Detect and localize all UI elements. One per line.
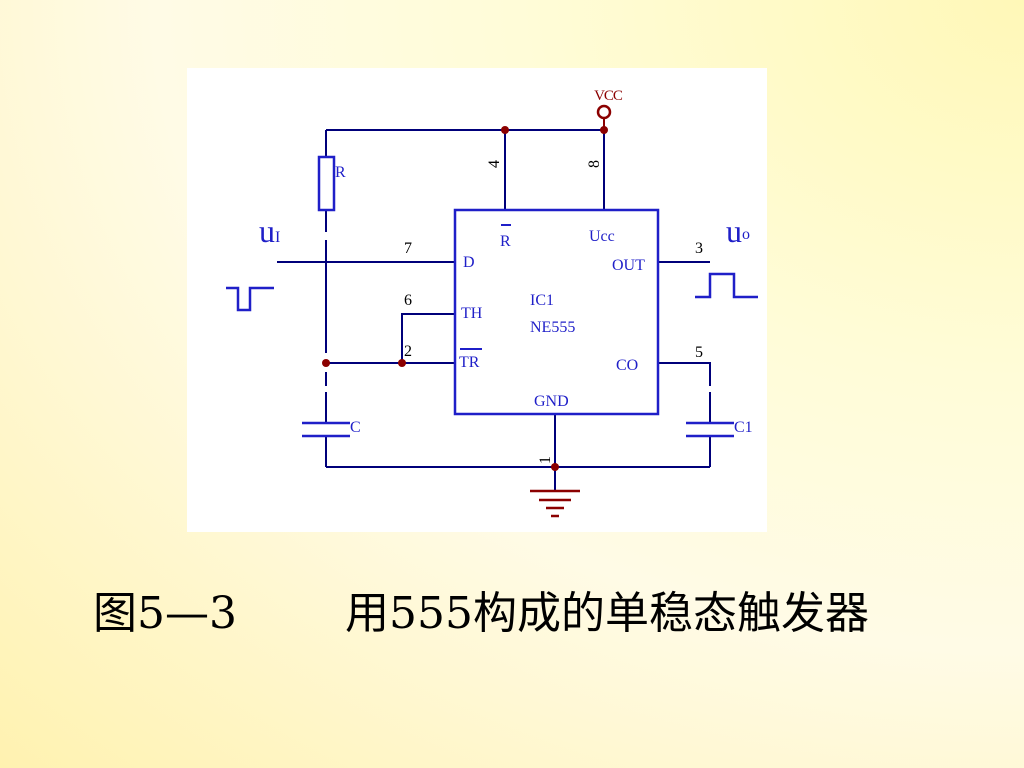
ground-icon [530, 489, 580, 518]
resistor-r [317, 155, 336, 212]
pin-number-2: 2 [404, 343, 412, 360]
pin-name-threshold: TH [461, 305, 483, 322]
pin-number-3: 3 [695, 240, 703, 257]
pin-name-ground: GND [534, 393, 569, 410]
ne555-monostable-schematic: VCC 4 8 7 6 2 3 5 1 R Ucc D [226, 88, 758, 518]
figure-number: 图5—3 [93, 588, 237, 639]
input-signal-main: u [259, 213, 275, 249]
pin-names: R Ucc D OUT TH TR CO GND IC1 NE555 [459, 228, 645, 410]
pin-name-trigger: TR [459, 354, 480, 371]
input-signal-label: uI [259, 213, 280, 249]
junction-vcc-pin4 [501, 126, 509, 134]
output-pulse-icon [695, 272, 758, 299]
vcc-terminal-icon [596, 104, 612, 120]
pin-numbers: 4 8 7 6 2 3 5 1 [404, 160, 703, 464]
input-signal-sub: I [275, 229, 280, 246]
wires [277, 129, 711, 490]
c1-label: C1 [734, 419, 753, 436]
vcc-label: VCC [594, 88, 623, 104]
output-signal-label: uo [726, 213, 750, 249]
pin-name-output: OUT [612, 257, 645, 274]
junction-left-trigger [322, 359, 330, 367]
pin-name-reset: R [500, 233, 511, 250]
capacitor-label: C [350, 419, 361, 436]
junction-dots [322, 126, 608, 471]
resistor-label: R [335, 164, 346, 181]
pin-number-4: 4 [486, 160, 503, 168]
component-labels: R C C1 [335, 164, 753, 436]
pin-name-discharge: D [463, 254, 475, 271]
pin-number-7: 7 [404, 240, 412, 257]
ic-body [453, 208, 660, 416]
junction-gnd [551, 463, 559, 471]
input-pulse-icon [226, 286, 274, 312]
schematic-panel: VCC 4 8 7 6 2 3 5 1 R Ucc D [187, 68, 767, 532]
junction-th-tr [398, 359, 406, 367]
pin-number-8: 8 [586, 160, 603, 168]
ic-ref-label: IC1 [530, 292, 554, 309]
pin-number-6: 6 [404, 292, 412, 309]
ic-part-label: NE555 [530, 319, 575, 336]
wire-pin5 [658, 362, 711, 386]
pin-number-5: 5 [695, 344, 703, 361]
output-signal-sub: o [742, 226, 750, 243]
capacitor-c1 [686, 421, 734, 438]
capacitor-c [302, 421, 350, 438]
pin-name-control: CO [616, 357, 638, 374]
figure-title: 用555构成的单稳态触发器 [345, 588, 869, 639]
pin-name-vcc: Ucc [589, 228, 615, 245]
wire-pin6 [401, 313, 455, 363]
output-signal-main: u [726, 213, 742, 249]
pin-number-1: 1 [537, 456, 554, 464]
